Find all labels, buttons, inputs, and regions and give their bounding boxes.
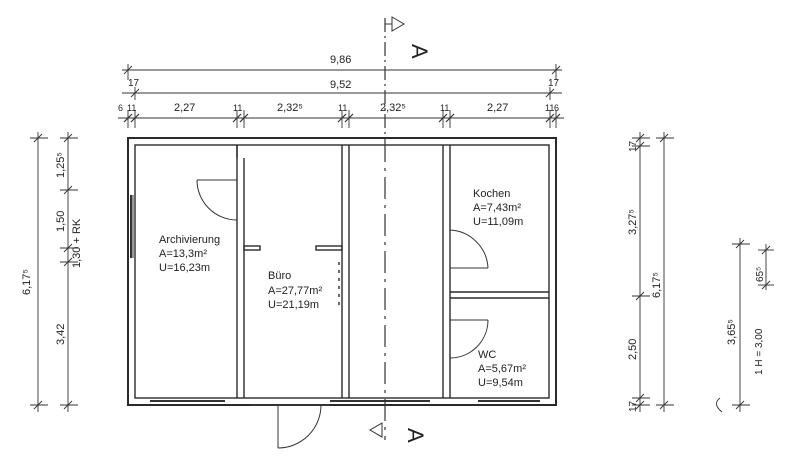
dim-left-part-2: 1,30 + RK — [71, 218, 83, 268]
room-area: A=5,67m² — [478, 363, 526, 375]
dim-right-part-1: 3,27⁵ — [627, 209, 639, 235]
bottom-windows — [150, 400, 540, 406]
room-area: A=27,77m² — [268, 285, 322, 297]
room-perimeter: U=9,54m — [478, 377, 523, 389]
room-area: A=13,3m² — [159, 248, 207, 260]
section-label-top: A — [407, 44, 432, 59]
room-name: Kochen — [473, 188, 510, 200]
room-archivierung: Archivierung A=13,3m² U=16,23m — [159, 234, 220, 274]
door-entrance — [277, 404, 322, 449]
dim-seg-2: 2,27 — [174, 102, 195, 114]
dim-inner-width: 9,52 — [330, 79, 351, 91]
dim-right-part-2: 2,50 — [627, 339, 639, 360]
dim-seg-5: 11 — [338, 103, 347, 113]
dim-right-total: 6,17⁵ — [651, 272, 663, 298]
dim-seg-1: 11 — [127, 103, 136, 113]
section-label-bottom: A — [403, 428, 428, 443]
dim-seg-9: 11 — [545, 103, 554, 113]
stair-rise: 1 H = 3,00 — [754, 328, 765, 375]
left-window — [130, 195, 134, 258]
room-perimeter: U=21,19m — [268, 299, 319, 311]
room-name: WC — [478, 349, 496, 361]
dim-left-part-3: 3,42 — [55, 324, 67, 345]
room-wc: WC A=5,67m² U=9,54m — [478, 349, 526, 389]
room-perimeter: U=11,09m — [473, 216, 523, 228]
dim-left-part-1: 1,50 — [55, 211, 67, 232]
section-marker-bottom: A — [369, 140, 428, 443]
dim-seg-8: 2,27 — [487, 102, 508, 114]
room-name: Archivierung — [159, 234, 220, 246]
right-dimensions — [632, 132, 674, 412]
interior-walls — [236, 145, 549, 398]
stair-small: 65⁵ — [755, 267, 766, 282]
dim-seg-7: 11 — [440, 103, 449, 113]
dim-seg-6: 2,32⁵ — [380, 102, 406, 114]
door-kochen — [449, 229, 489, 270]
dim-right-bottom-17: 17 — [628, 400, 639, 412]
door-wc — [449, 319, 489, 359]
room-buero: Büro A=27,77m² U=21,19m — [268, 270, 322, 311]
stair-dimensions — [716, 238, 774, 413]
stair-height: 3,65⁵ — [726, 319, 738, 345]
section-marker-top: A — [384, 16, 432, 140]
dim-segment-labels: 6 11 2,27 11 2,32⁵ 11 2,32⁵ 11 2,27 11 6 — [118, 102, 559, 114]
room-perimeter: U=16,23m — [159, 262, 210, 274]
dim-left-overall: 6,17⁵ — [21, 269, 33, 295]
room-name: Büro — [268, 270, 291, 282]
dim-seg-4: 2,32⁵ — [277, 102, 303, 114]
left-dimensions — [30, 132, 78, 412]
top-dimensions — [118, 64, 564, 128]
dim-overall-width: 9,86 — [330, 54, 351, 66]
dim-right-top-17: 17 — [628, 140, 639, 152]
dim-left-part-0: 1,25⁵ — [55, 152, 67, 178]
dim-seg-10: 6 — [554, 103, 559, 113]
room-area: A=7,43m² — [473, 202, 521, 214]
dim-top-left-17: 17 — [128, 78, 140, 89]
dim-top-right-17: 17 — [548, 78, 560, 89]
door-archiv — [196, 179, 238, 221]
dim-seg-3: 11 — [233, 103, 242, 113]
dim-seg-0: 6 — [118, 103, 123, 113]
room-kochen: Kochen A=7,43m² U=11,09m — [473, 188, 523, 228]
